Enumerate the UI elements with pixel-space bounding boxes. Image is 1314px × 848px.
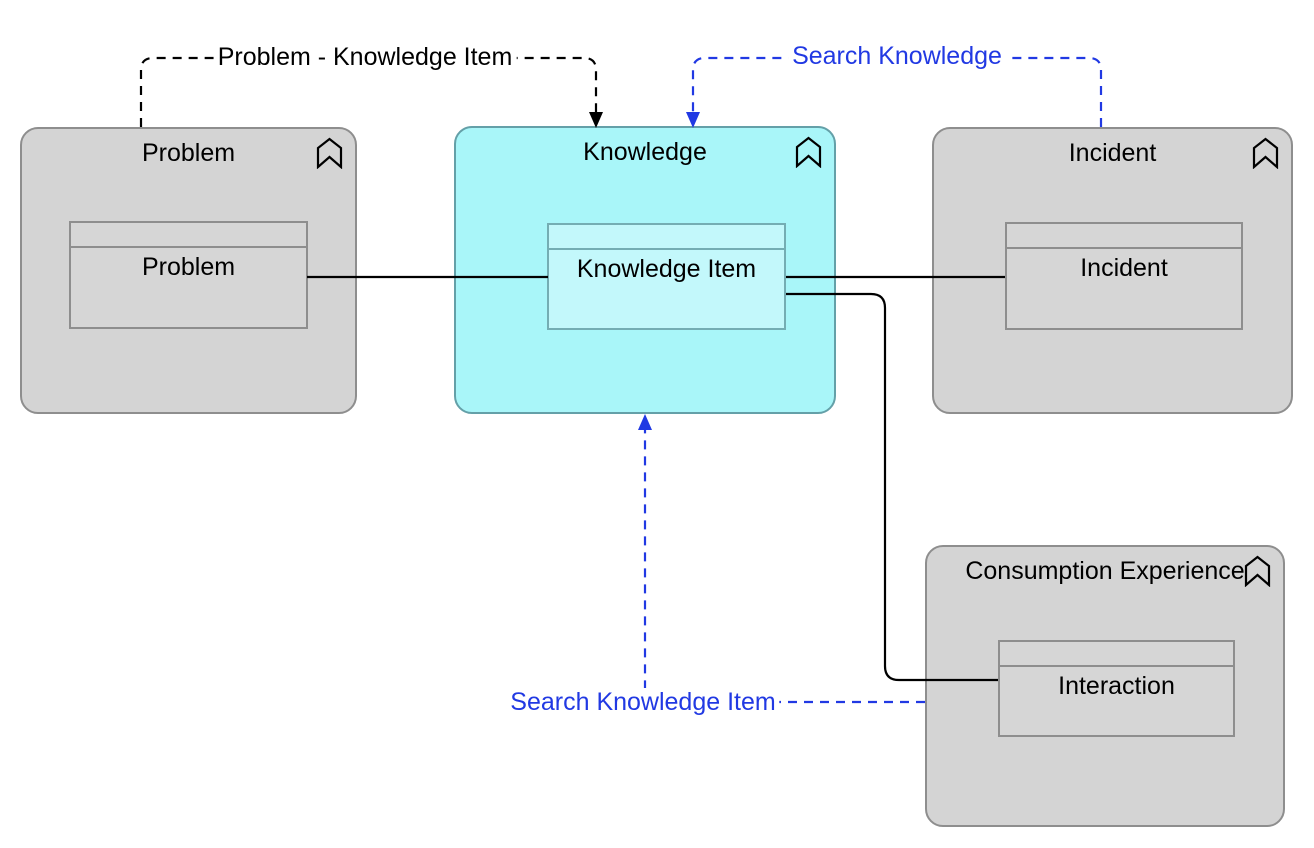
- package-title: Knowledge: [583, 138, 707, 166]
- class-box-incident[interactable]: Incident: [1005, 222, 1243, 330]
- arrowhead-blue-up: [638, 414, 652, 430]
- class-box-interaction[interactable]: Interaction: [998, 640, 1235, 737]
- package-incident[interactable]: Incident Incident: [932, 127, 1293, 414]
- class-box-header: [549, 225, 784, 250]
- class-box-header: [1007, 224, 1241, 249]
- connector-label-search-knowledge-item[interactable]: Search Knowledge Item: [506, 688, 780, 716]
- package-title: Incident: [1068, 139, 1157, 167]
- bookmark-icon: [1244, 555, 1271, 588]
- connector-search-knowledge-item: [643, 429, 925, 704]
- class-box-label: Knowledge Item: [576, 255, 757, 283]
- bookmark-icon: [795, 136, 822, 169]
- package-title: Problem: [141, 139, 236, 167]
- bookmark-icon: [1252, 137, 1279, 170]
- class-box-problem[interactable]: Problem: [69, 221, 308, 329]
- class-box-knowledge-item[interactable]: Knowledge Item: [547, 223, 786, 330]
- package-problem[interactable]: Problem Problem: [20, 127, 357, 414]
- class-box-label: Interaction: [1058, 672, 1175, 700]
- connector-label-search-knowledge[interactable]: Search Knowledge: [788, 42, 1006, 70]
- class-box-header: [1000, 642, 1233, 667]
- package-knowledge[interactable]: Knowledge Knowledge Item: [454, 126, 836, 414]
- bookmark-icon: [316, 137, 343, 170]
- package-title: Consumption Experience: [965, 557, 1245, 585]
- class-box-label: Incident: [1080, 254, 1168, 282]
- connector-label-problem-knowledge-item[interactable]: Problem - Knowledge Item: [213, 43, 517, 71]
- class-box-label: Problem: [141, 253, 236, 281]
- class-box-header: [71, 223, 306, 248]
- package-consumption-experience[interactable]: Consumption Experience Interaction: [925, 545, 1285, 827]
